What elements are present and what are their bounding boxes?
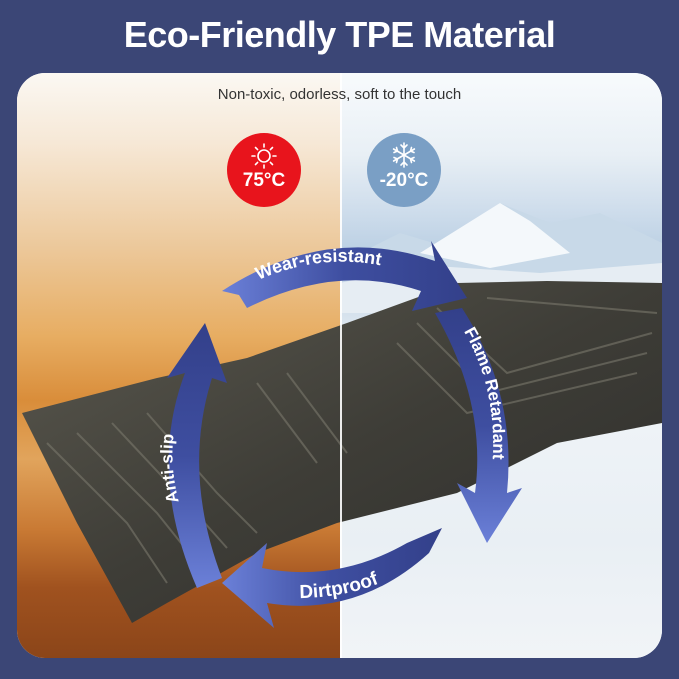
split-divider [340, 73, 342, 658]
page-title: Eco-Friendly TPE Material [123, 14, 556, 55]
sun-icon [251, 143, 277, 169]
arrow-flame-retardant [435, 308, 522, 543]
hot-temperature-badge: 75°C [227, 133, 301, 207]
snowflake-icon [392, 142, 416, 168]
subtitle: Non-toxic, odorless, soft to the touch [217, 86, 462, 103]
arrow-wear-resistant [222, 241, 467, 311]
arrow-dirtproof [222, 528, 442, 628]
cold-temperature-badge: -20°C [367, 133, 441, 207]
hot-temperature: 75°C [242, 170, 286, 191]
feature-cycle-arrows: Wear-resistant Flame Retardant Dirtproof… [157, 241, 522, 628]
product-card: Non-toxic, odorless, soft to the touch [17, 73, 662, 658]
arrow-anti-slip [167, 323, 227, 588]
cold-temperature: -20°C [379, 170, 429, 191]
